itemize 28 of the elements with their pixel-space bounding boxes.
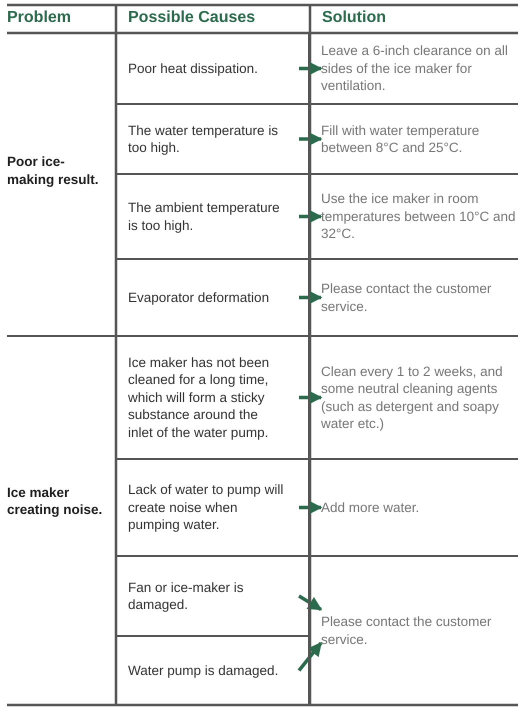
cause-text: Ice maker has not been cleaned for a long time, which will form a sticky substance around the inlet of the water pump. [128, 354, 270, 442]
cause-text: The ambient temperature is too high. [128, 199, 281, 234]
arrow [299, 500, 322, 514]
solution-text: Please contact the customer service. [321, 259, 518, 336]
problem-text: Ice maker creating noise. [7, 336, 107, 666]
arrow [298, 642, 322, 672]
solution-text: Fill with water temperature between 8°C and 25°C. [321, 104, 518, 174]
arrow [299, 390, 322, 404]
arrow [299, 210, 322, 224]
problem-text: Poor ice-making result. [7, 33, 107, 308]
cause-text: Poor heat dissipation. [128, 60, 259, 78]
cause-text: Water pump is damaged. [128, 662, 280, 680]
column-header: Solution [322, 9, 386, 27]
solution-text: Clean every 1 to 2 weeks, and some neutral cleaning agents (such as detergent and soapy water etc.) [321, 336, 518, 459]
solution-text: Please contact the customer service. [321, 556, 518, 705]
arrow [298, 594, 322, 611]
arrow [299, 132, 322, 146]
solution-text: Use the ice maker in room temperatures between 10°C and 32°C. [321, 174, 518, 259]
solution-text: Add more water. [321, 459, 518, 556]
arrow [299, 62, 322, 76]
column-header: Possible Causes [128, 9, 256, 27]
cause-text: Lack of water to pump will create noise when pumping water. [128, 481, 284, 534]
cause-text: Fan or ice-maker is damaged. [128, 578, 245, 614]
solution-text: Leave a 6-inch clearance on all sides of the ice maker for ventilation. [321, 33, 518, 104]
cause-text: Evaporator deformation [128, 288, 270, 306]
arrow [299, 290, 322, 304]
cause-text: The water temperature is too high. [128, 122, 280, 156]
column-header: Problem [7, 9, 72, 27]
